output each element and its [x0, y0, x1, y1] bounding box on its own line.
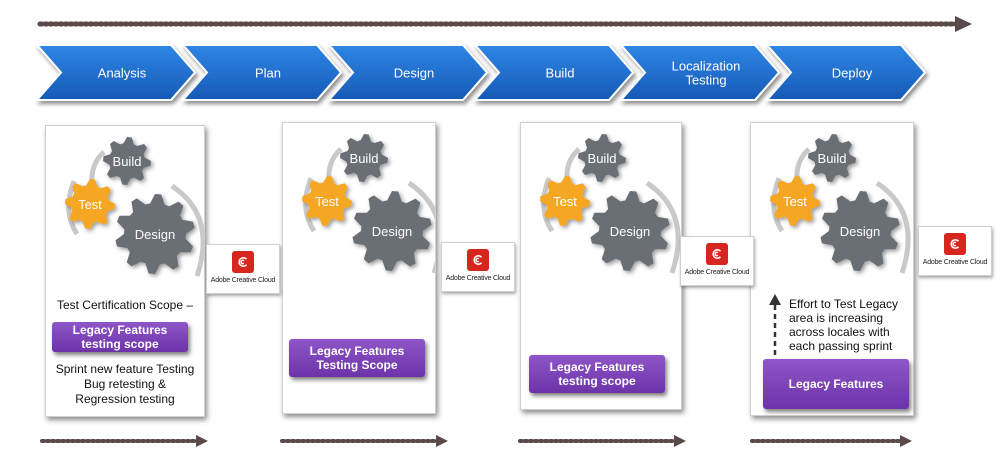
test-gear-icon: Test	[770, 176, 820, 226]
phase-chevron-1: Analysis	[34, 44, 197, 101]
gear-label: Design	[135, 227, 175, 242]
test-gear-icon: Test	[302, 176, 352, 226]
phase-chevrons: Analysis Plan Design Build LocalizationTesti…	[34, 44, 927, 101]
bottom-arrow-2	[280, 435, 448, 447]
adobe-logo-2: Adobe Creative Cloud	[441, 242, 515, 292]
phase-label: Testing	[685, 73, 726, 88]
phase-chevron-4: Build	[472, 44, 635, 101]
note-line-2: Bug retesting &	[83, 377, 167, 391]
adobe-logo-1: Adobe Creative Cloud	[206, 244, 280, 294]
build-gear-icon: Build	[103, 137, 151, 185]
gear-label: Test	[78, 197, 102, 212]
test-certification-scope-label: Test Certification Scope –	[56, 298, 194, 312]
creative-cloud-icon	[232, 251, 254, 273]
timeline-arrowhead	[955, 16, 972, 32]
cycle-arrow	[170, 183, 204, 277]
build-gear-icon: Build	[578, 134, 626, 182]
gear-label: Design	[372, 224, 412, 239]
gear-label: Test	[315, 194, 339, 209]
gear-label: Test	[783, 194, 807, 209]
bottom-timelines	[40, 435, 912, 447]
build-gear-icon: Build	[808, 134, 856, 182]
cycle-arrow	[771, 177, 785, 233]
phase-label: Build	[546, 66, 575, 81]
creative-cloud-icon	[944, 233, 966, 255]
design-gear-icon: Design	[590, 191, 670, 271]
legacy-features-pill-3: Legacy Features testing scope	[529, 355, 665, 393]
phase-label: Localization	[672, 59, 741, 74]
effort-line-3: across locales with	[789, 325, 890, 339]
phase-label: Deploy	[832, 66, 873, 81]
cycle-arrow	[875, 180, 911, 274]
logo-caption: Adobe Creative Cloud	[684, 269, 750, 276]
note-line-1: Sprint new feature Testing	[55, 362, 195, 376]
cycle-arrow	[303, 177, 317, 233]
cycle-arrow	[66, 180, 80, 236]
cycle-arrow	[407, 180, 435, 274]
bottom-arrow-3	[518, 435, 686, 447]
adobe-logo-3: Adobe Creative Cloud	[680, 236, 754, 286]
adobe-logo-4: Adobe Creative Cloud	[918, 226, 992, 276]
legacy-features-pill-4: Legacy Features	[763, 359, 909, 409]
top-timeline	[37, 16, 972, 32]
note-line-3: Regression testing	[75, 392, 175, 406]
creative-cloud-icon	[467, 249, 489, 271]
gear-label: Design	[610, 224, 650, 239]
effort-text: Effort to Test Legacy area is increasing…	[789, 297, 913, 353]
effort-line-4: each passing sprint	[789, 339, 893, 353]
cycle-arrow	[645, 180, 681, 274]
design-gear-icon: Design	[820, 191, 900, 271]
creative-cloud-icon	[706, 243, 728, 265]
logo-caption: Adobe Creative Cloud	[445, 275, 511, 282]
gear-label: Build	[350, 151, 379, 166]
sprint-testing-notes: Sprint new feature Testing Bug retesting…	[46, 362, 204, 407]
phase-label: Plan	[255, 66, 281, 81]
design-gear-icon: Design	[352, 191, 432, 271]
cycle-arrow	[541, 177, 555, 233]
gear-label: Build	[588, 151, 617, 166]
bottom-arrow-4	[750, 435, 912, 447]
gear-label: Test	[553, 194, 577, 209]
phase-chevron-2: Plan	[180, 44, 343, 101]
effort-line-2: area is increasing	[789, 311, 884, 325]
phase-label: Analysis	[98, 66, 147, 81]
logo-caption: Adobe Creative Cloud	[922, 259, 988, 266]
effort-line-1: Effort to Test Legacy	[789, 297, 898, 311]
legacy-features-pill-1: Legacy Features testing scope	[52, 322, 188, 352]
test-gear-icon: Test	[65, 179, 115, 229]
phase-label: Design	[394, 66, 434, 81]
gear-label: Build	[818, 151, 847, 166]
gear-label: Build	[113, 154, 142, 169]
test-gear-icon: Test	[540, 176, 590, 226]
design-gear-icon: Design	[115, 194, 195, 274]
phase-chevron-6: Deploy	[764, 44, 927, 101]
phase-chevron-3: Design	[326, 44, 489, 101]
gear-label: Design	[840, 224, 880, 239]
logo-caption: Adobe Creative Cloud	[210, 277, 276, 284]
bottom-arrow-1	[40, 435, 208, 447]
legacy-features-pill-2: Legacy Features Testing Scope	[289, 339, 425, 377]
build-gear-icon: Build	[340, 134, 388, 182]
